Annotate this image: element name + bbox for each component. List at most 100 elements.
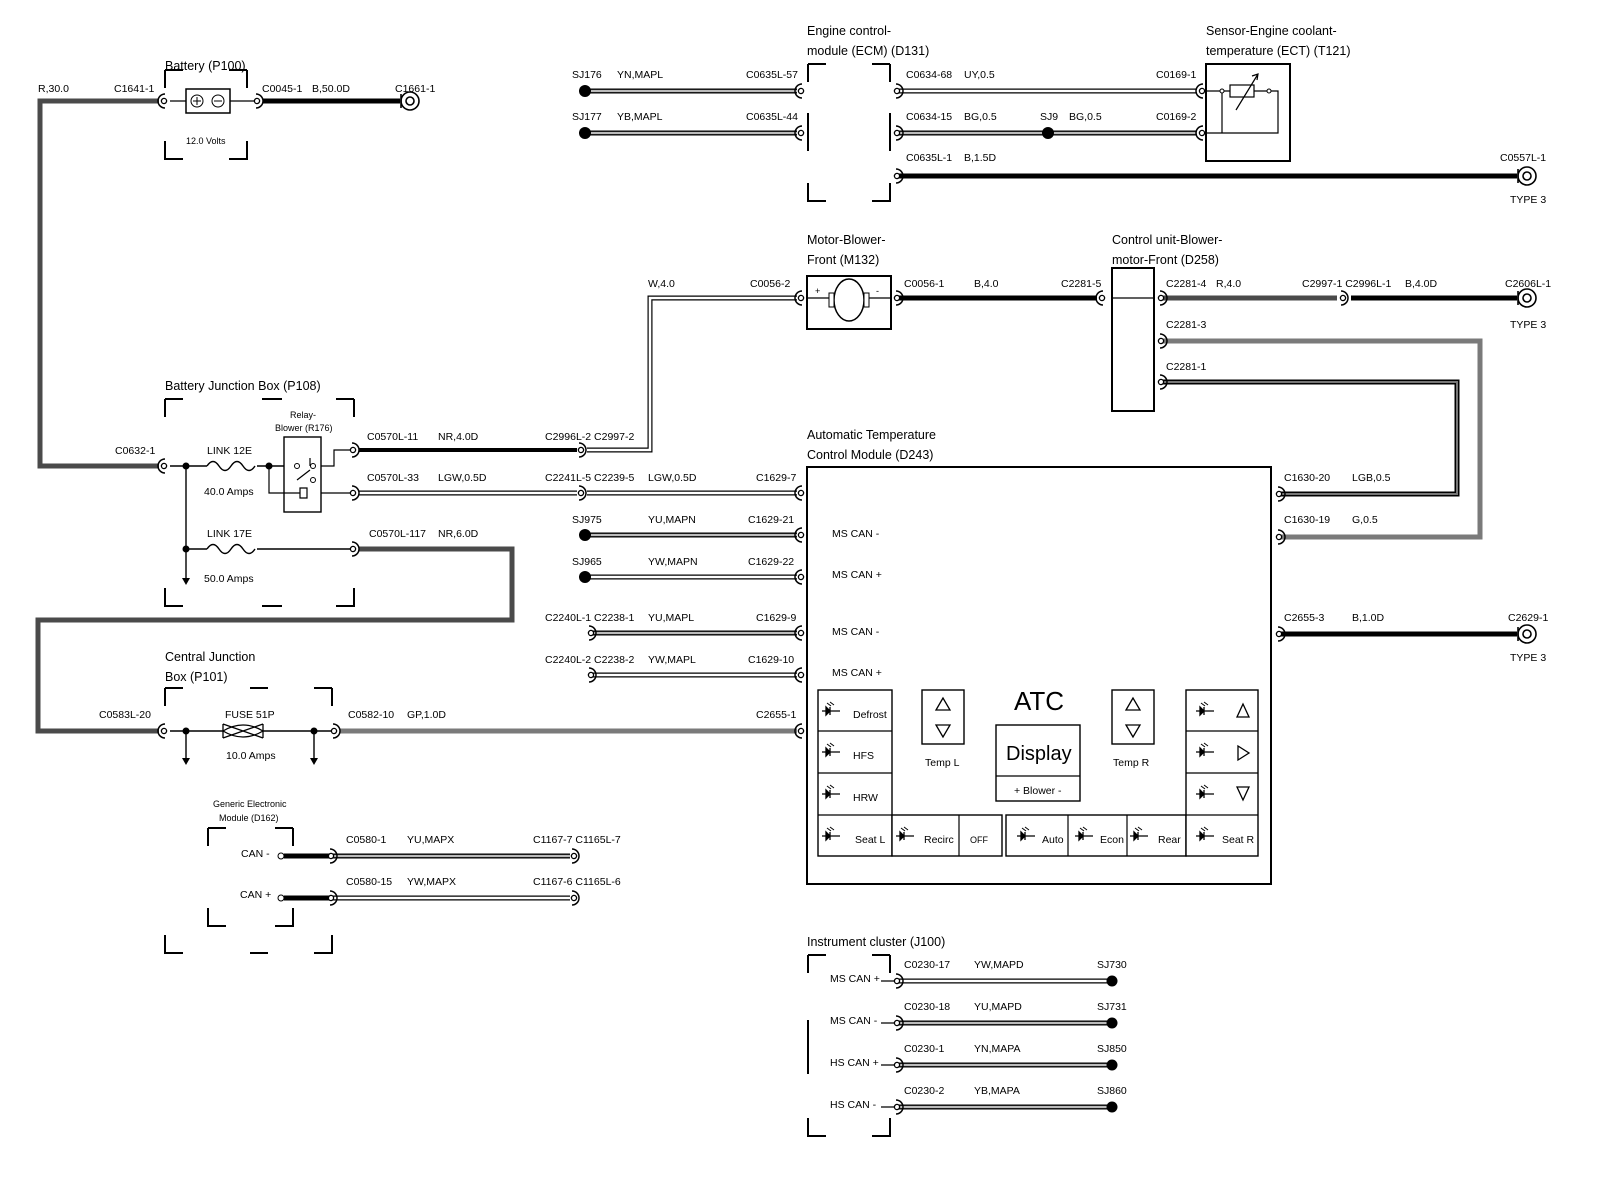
atc-pin-1: MS CAN - [832,528,880,540]
connector-label: C1630-20 [1284,472,1330,484]
connector-label: C0230-2 [904,1085,944,1097]
connector-label: C0056-1 [904,278,944,290]
connector-label: C0583L-20 [99,709,151,721]
wire-label: YN,MAPL [617,69,663,81]
atc-pin-2: MS CAN + [832,569,882,581]
connector-label: C2997-1 C2996L-1 [1302,278,1391,290]
wire-label: YB,MAPL [617,111,663,123]
wire-label: LGB,0.5 [1352,472,1391,484]
connector-label: C1629-10 [748,654,794,666]
ic-pin-2: MS CAN - [830,1015,878,1027]
connector-label: C2655-3 [1284,612,1324,624]
wire-g05 [1163,338,1483,540]
connector-label: C0230-18 [904,1001,950,1013]
instrument-cluster [807,954,899,1137]
splice-label: SJ975 [572,514,602,526]
link17-label: LINK 17E [207,528,252,540]
connector-label: C2629-1 [1508,612,1548,624]
eyelet-type: TYPE 3 [1510,652,1546,664]
gem-title-1: Generic Electronic [213,799,287,809]
wire-label: R,30.0 [38,83,69,95]
battery-volts: 12.0 Volts [186,136,226,146]
connector-label: C2281-4 [1166,278,1206,290]
connector-label: C0635L-44 [746,111,798,123]
connector-label: C0169-2 [1156,111,1196,123]
ic-pin-3: HS CAN + [830,1057,879,1069]
connector-label: C0169-1 [1156,69,1196,81]
battery-junction-box [164,398,355,607]
connector-label: C0570L-33 [367,472,419,484]
wire-label: B,4.0D [1405,278,1438,290]
connector-label: C0570L-11 [367,431,418,443]
atc-btn-seat-r: Seat R [1222,834,1255,846]
wire-label: NR,4.0D [438,431,479,443]
motor-title-2: Front (M132) [807,253,879,267]
connector-label: C0634-68 [906,69,952,81]
connector-label: C0230-1 [904,1043,944,1055]
connector-label: C2281-3 [1166,319,1206,331]
atc-btn-rear: Rear [1158,834,1181,846]
wire-label: LGW,0.5D [648,472,697,484]
wire-label: R,4.0 [1216,278,1241,290]
connector-label: C0635L-1 [906,152,952,164]
link12-label: LINK 12E [207,445,252,457]
connector-label: C0634-15 [906,111,952,123]
wire-nr60 [35,546,515,734]
connector-label: C0570L-117 [369,528,426,540]
ic-pin-1: MS CAN + [830,973,880,985]
atc-btn-hfs: HFS [853,750,874,762]
atc-logo: ATC [1014,686,1064,716]
splice-label: SJ965 [572,556,602,568]
atc-module [806,466,1272,885]
connectors [157,83,1537,1115]
connector-label: C2655-1 [756,709,796,721]
wire-r30 [37,98,159,469]
ecm-title-2: module (ECM) (D131) [807,44,929,58]
atc-title-1: Automatic Temperature [807,428,936,442]
component-titles: Battery (P100) 12.0 Volts Battery Juncti… [165,24,1350,1111]
cjb-title-2: Box (P101) [165,670,228,684]
atc-display: Display [1006,743,1072,765]
cjb-title-1: Central Junction [165,650,255,664]
ect-title-1: Sensor-Engine coolant- [1206,24,1337,38]
wire-label: G,0.5 [1352,514,1378,526]
wire-label: YW,MAPX [407,876,456,888]
connector-label: C2996L-2 C2997-2 [545,431,634,443]
splice-label: SJ177 [572,111,602,123]
fuse-label: FUSE 51P [225,709,275,721]
blower-control-unit [1111,267,1155,412]
wire-labels: R,30.0 C1641-1 C0045-1 B,50.0D C1661-1 C… [38,69,1551,1097]
splice-label: SJ860 [1097,1085,1127,1097]
splice-label: SJ730 [1097,959,1127,971]
atc-pin-4: MS CAN + [832,667,882,679]
atc-blower: + Blower - [1014,785,1062,797]
gem-pin-can-plus: CAN + [240,889,271,901]
connector-label: C2241L-5 C2239-5 [545,472,634,484]
svg-text:-: - [876,286,879,296]
connector-label: C0632-1 [115,445,155,457]
wire-label: GP,1.0D [407,709,446,721]
engine-control-module [807,63,891,202]
connector-label: C0557L-1 [1500,152,1546,164]
connector-label: C1629-21 [748,514,794,526]
battery-title: Battery (P100) [165,59,246,73]
connector-label: C1661-1 [395,83,435,95]
splice-label: SJ850 [1097,1043,1127,1055]
wire-label: BG,0.5 [1069,111,1102,123]
motor-blower: +- [806,275,892,330]
wire-w40 [587,295,797,453]
wire-label: B,1.5D [964,152,997,164]
connector-label: C1167-6 C1165L-6 [533,876,621,888]
connector-label: C1629-9 [756,612,796,624]
connector-label: C2281-5 [1061,278,1101,290]
splice-label: SJ176 [572,69,602,81]
ect-sensor [1205,63,1291,162]
connector-label: C1641-1 [114,83,154,95]
connector-label: C0635L-57 [746,69,798,81]
wire-label: YW,MAPN [648,556,698,568]
atc-title-2: Control Module (D243) [807,448,933,462]
atc-temp-r: Temp R [1113,757,1150,769]
ect-title-2: temperature (ECT) (T121) [1206,44,1350,58]
cu-title-1: Control unit-Blower- [1112,233,1222,247]
atc-btn-auto: Auto [1042,834,1064,846]
